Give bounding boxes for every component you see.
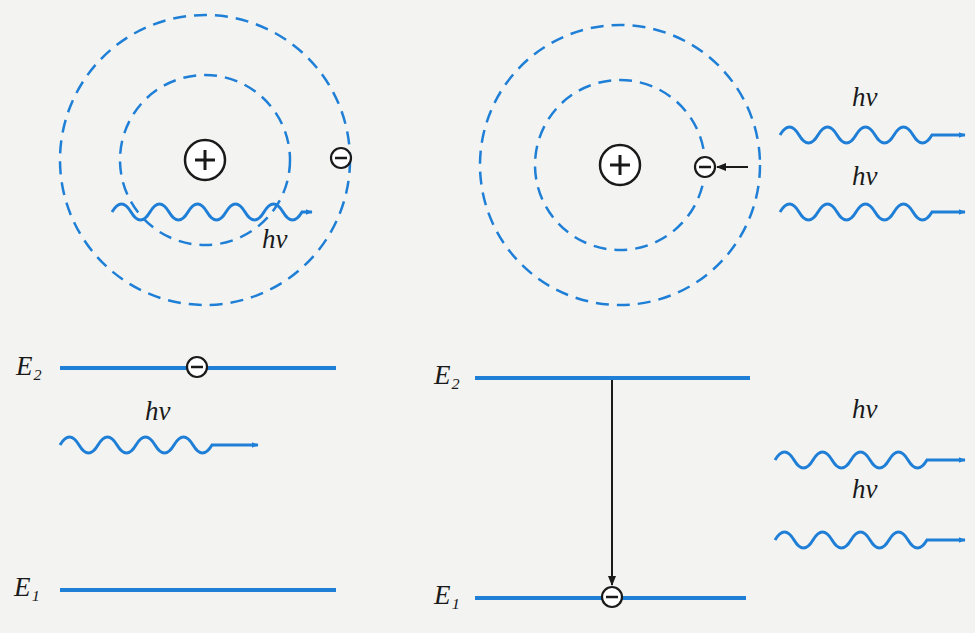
nucleus bbox=[600, 145, 640, 185]
minus-sign bbox=[335, 157, 347, 160]
minus-sign bbox=[699, 166, 711, 169]
photon-label: hν bbox=[145, 398, 170, 425]
levels-left bbox=[60, 357, 336, 590]
atom-right bbox=[480, 25, 965, 305]
electron bbox=[602, 587, 622, 607]
minus-sign bbox=[606, 596, 618, 599]
electron bbox=[187, 357, 207, 377]
energy-level bbox=[60, 588, 336, 592]
atom-left bbox=[60, 15, 351, 305]
photon-wave bbox=[780, 127, 965, 143]
transition-arrow bbox=[717, 166, 748, 168]
electron bbox=[695, 157, 715, 177]
nucleus bbox=[185, 140, 225, 180]
orbit-outer bbox=[60, 15, 350, 305]
photon-label: hν bbox=[852, 84, 877, 111]
photon-label: hν bbox=[852, 476, 877, 503]
photon-wave bbox=[780, 204, 965, 220]
orbit-inner bbox=[535, 80, 705, 250]
energy-level-label: E₂ bbox=[434, 362, 460, 389]
plus-sign bbox=[610, 155, 630, 175]
energy-level-label: E₁ bbox=[434, 582, 460, 609]
energy-level-label: E₂ bbox=[16, 353, 42, 380]
photon-label: hν bbox=[852, 396, 877, 423]
levels-right bbox=[475, 378, 965, 607]
photon-wave bbox=[775, 532, 965, 548]
orbit-outer bbox=[480, 25, 760, 305]
minus-sign bbox=[191, 366, 203, 369]
photon-label: hν bbox=[852, 163, 877, 190]
photon-label: hν bbox=[262, 226, 287, 253]
energy-level bbox=[475, 376, 750, 380]
energy-level-label: E₁ bbox=[14, 574, 40, 601]
photon-wave bbox=[775, 452, 965, 468]
plus-sign bbox=[195, 150, 215, 170]
photon-wave bbox=[60, 437, 258, 453]
electron bbox=[331, 148, 351, 168]
photon-wave bbox=[112, 204, 312, 220]
transition-arrow bbox=[611, 380, 613, 585]
